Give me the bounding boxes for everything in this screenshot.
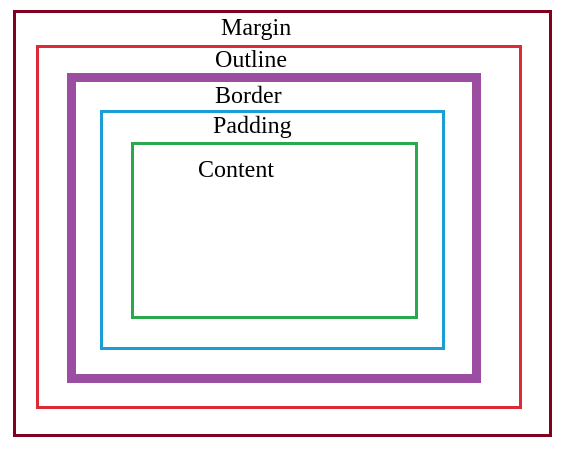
- padding-box: [100, 110, 445, 350]
- padding-label: Padding: [213, 113, 292, 139]
- outline-box: [36, 45, 522, 409]
- margin-box: [13, 10, 552, 437]
- content-box: [131, 142, 418, 319]
- margin-label: Margin: [221, 15, 292, 41]
- content-label: Content: [198, 157, 274, 183]
- border-box: [67, 73, 481, 383]
- outline-label: Outline: [215, 47, 287, 73]
- border-label: Border: [215, 83, 282, 109]
